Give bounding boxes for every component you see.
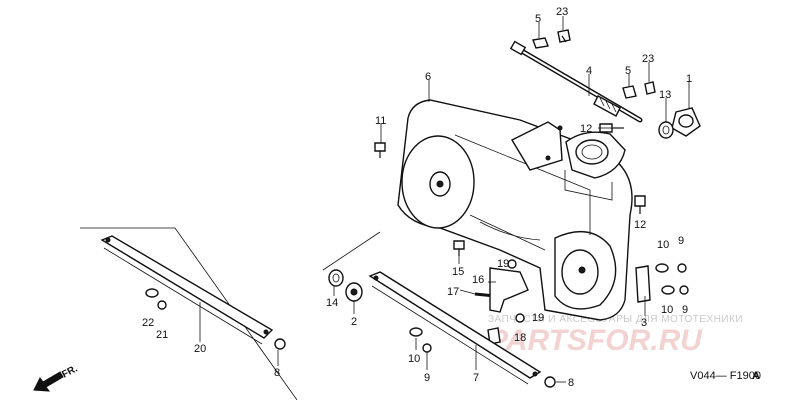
callout-23: 23 [642, 53, 654, 65]
front-direction-indicator: FR. [33, 363, 80, 392]
watermark-logo: PARTSFOR.RU [488, 324, 703, 357]
callout-8: 8 [568, 377, 574, 389]
diagram-code-suffix: A [752, 370, 760, 382]
left-scraper [100, 235, 274, 345]
callout-3: 3 [641, 317, 647, 329]
callout-20: 20 [194, 343, 206, 355]
callout-9: 9 [424, 372, 430, 384]
boundary-line-center [322, 231, 381, 271]
callout-18: 18 [514, 332, 526, 344]
callout-5: 5 [535, 13, 541, 25]
callout-9: 9 [682, 304, 688, 316]
callout-16: 16 [472, 274, 484, 286]
watermark-text: ЗАПЧАСТИ И АКСЕССУАРЫ ДЛЯ МОТОТЕХНИКИ [488, 314, 743, 325]
callout-2: 2 [351, 316, 357, 328]
callout-9: 9 [678, 235, 684, 247]
callout-21: 21 [156, 329, 168, 341]
callout-13: 13 [659, 89, 671, 101]
diagram-code: V044— F1900 [690, 370, 761, 382]
fasteners [145, 29, 689, 388]
callout-5: 5 [625, 65, 631, 77]
callout-1: 1 [686, 73, 692, 85]
direction-arrow-icon [33, 371, 64, 392]
callout-4: 4 [586, 65, 592, 77]
callout-10: 10 [408, 353, 420, 365]
callout-12: 12 [580, 123, 592, 135]
chute-rod [509, 40, 643, 123]
callout-14: 14 [326, 297, 338, 309]
callout-11: 11 [375, 115, 386, 127]
callout-10: 10 [661, 304, 673, 316]
callout-7: 7 [473, 372, 479, 384]
callout-12: 12 [634, 219, 646, 231]
direction-label: FR. [60, 363, 80, 380]
callout-15: 15 [452, 266, 464, 278]
boundary-line-left [80, 227, 298, 401]
callout-23: 23 [556, 6, 568, 18]
auger-housing [397, 99, 633, 321]
right-scraper [368, 271, 542, 385]
leader-lines [199, 16, 690, 383]
callout-10: 10 [657, 239, 669, 251]
callout-numbers: 5 23 4 5 23 1 13 6 11 12 12 15 16 19 17 … [142, 6, 692, 389]
callout-8: 8 [274, 367, 280, 379]
callout-17: 17 [447, 286, 459, 298]
callout-22: 22 [142, 317, 154, 329]
chute-bracket [658, 107, 701, 139]
callout-19: 19 [532, 312, 544, 324]
callout-19: 19 [497, 258, 509, 270]
callout-6: 6 [425, 71, 431, 83]
